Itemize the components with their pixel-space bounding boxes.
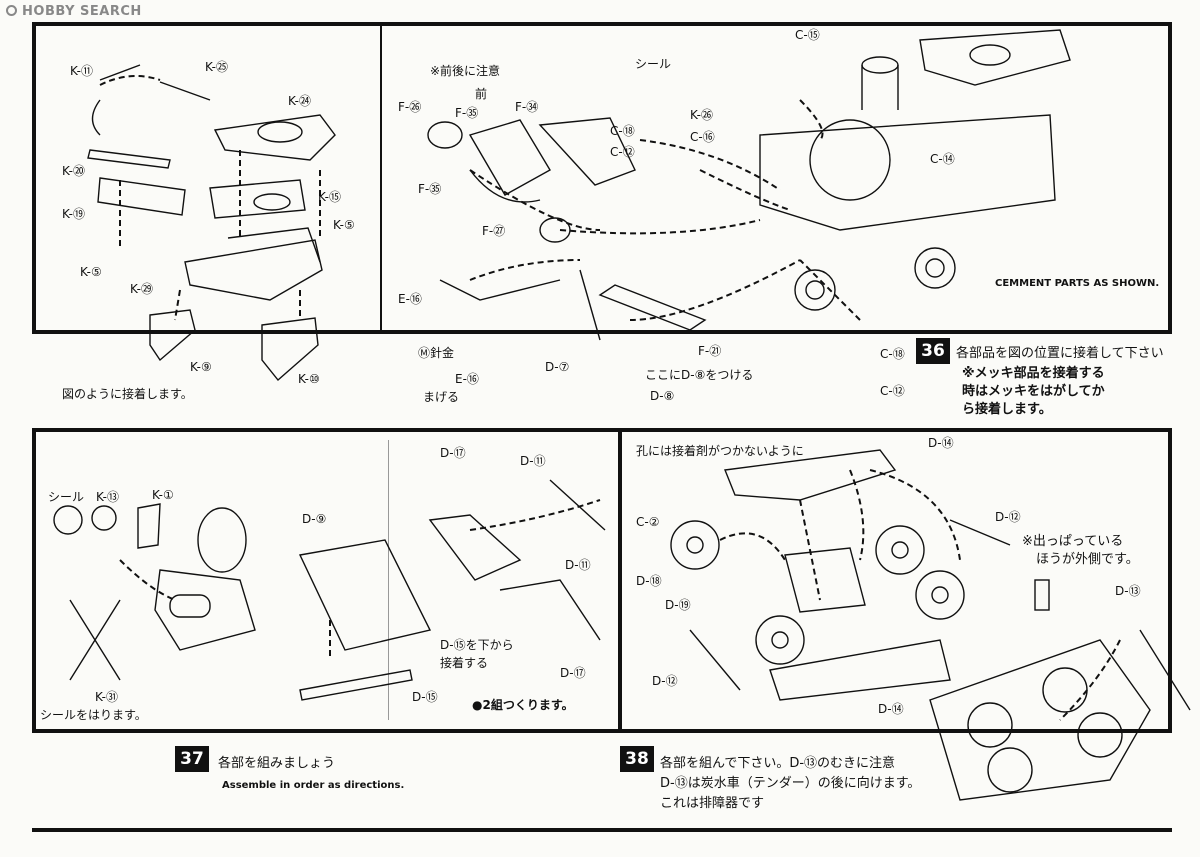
step38-number: 38 <box>620 746 654 772</box>
label-k30: K-⑳ <box>62 164 85 178</box>
label-k19: K-⑲ <box>62 207 85 221</box>
label-k11: K-⑪ <box>70 64 93 78</box>
label-d15: D-⑮ <box>412 690 438 704</box>
panel-step37 <box>32 428 622 733</box>
panel-step36-left <box>32 22 382 334</box>
label-d14-bottom: D-⑭ <box>878 702 904 716</box>
label-k13: K-⑬ <box>96 490 119 504</box>
panel-step38 <box>622 428 1172 733</box>
label-d9: D-⑨ <box>302 512 327 526</box>
step36-note-line3: ら接着します。 <box>962 402 1052 417</box>
label-d12-right: D-⑫ <box>995 510 1021 524</box>
label-c12-top: C-⑫ <box>610 145 635 159</box>
label-bend: まげる <box>423 390 460 404</box>
watermark-text: HOBBY SEARCH <box>22 4 142 19</box>
label-d13: D-⑬ <box>1115 584 1141 598</box>
label-f26: F-㉖ <box>398 100 422 114</box>
label-k1: K-① <box>152 488 174 502</box>
note-no-glue-holes: 孔には接着剤がつかないように <box>636 444 804 458</box>
label-d17-bottom: D-⑰ <box>560 666 586 680</box>
label-k25: K-㉕ <box>205 60 228 74</box>
step37-english: Assemble in order as directions. <box>222 780 405 791</box>
label-d19: D-⑲ <box>665 598 691 612</box>
bottom-rule <box>32 828 1172 832</box>
note-attach-d8: ここにD-⑧をつける <box>645 368 754 382</box>
label-d17-top: D-⑰ <box>440 446 466 460</box>
step37-title: 各部を組みましょう <box>218 756 336 771</box>
label-k10: K-⑩ <box>298 372 320 386</box>
label-d7: D-⑦ <box>545 360 570 374</box>
step38-line1: 各部を組んで下さい。D-⑬のむきに注意 <box>660 756 896 771</box>
label-k26: K-㉖ <box>690 108 713 122</box>
note-protruding-line1: ※出っぱっている <box>1022 534 1124 549</box>
label-seal-37: シール <box>48 490 85 504</box>
note-protruding-line2: ほうが外側です。 <box>1036 552 1139 567</box>
step38-line3: これは排障器です <box>660 796 765 811</box>
label-d11-top: D-⑪ <box>520 454 546 468</box>
label-d18: D-⑱ <box>636 574 662 588</box>
panel-divider-37 <box>388 440 389 720</box>
watermark-logo: HOBBY SEARCH <box>6 4 142 19</box>
label-k24: K-㉔ <box>288 94 311 108</box>
label-front: 前 <box>475 87 488 101</box>
label-f35-top: F-㉟ <box>455 106 479 120</box>
label-e16-bottom: E-⑯ <box>455 372 479 386</box>
label-k31: K-㉛ <box>95 690 118 704</box>
label-d11-mid: D-⑪ <box>565 558 591 572</box>
step36-number: 36 <box>916 338 950 364</box>
label-c15: C-⑮ <box>795 28 820 42</box>
label-e16-top: E-⑯ <box>398 292 422 306</box>
label-d8: D-⑧ <box>650 389 675 403</box>
panel-step36-right <box>382 22 1172 334</box>
label-k9: K-⑨ <box>190 360 212 374</box>
label-d12-left: D-⑫ <box>652 674 678 688</box>
step37-left-caption: シールをはります。 <box>40 708 147 722</box>
step38-line2: D-⑬は炭水車（テンダー）の後に向けます。 <box>660 776 921 791</box>
label-k5-right: K-⑤ <box>333 218 355 232</box>
label-seal: シール <box>635 57 672 71</box>
label-c16: C-⑯ <box>690 130 715 144</box>
step36-note-line2: 時はメッキをはがしてか <box>962 384 1105 399</box>
label-c18-top: C-⑱ <box>610 124 635 138</box>
label-f27: F-㉗ <box>482 224 506 238</box>
label-k29: K-㉙ <box>130 282 153 296</box>
note-front-back: ※前後に注意 <box>430 64 501 78</box>
label-c14: C-⑭ <box>930 152 955 166</box>
label-k15: K-⑮ <box>318 190 341 204</box>
step36-english-note: CEMMENT PARTS AS SHOWN. <box>995 278 1160 289</box>
label-f35-bottom: F-㉟ <box>418 182 442 196</box>
step36-title: 各部品を図の位置に接着して下さい <box>956 346 1164 361</box>
label-k5-left: K-⑤ <box>80 265 102 279</box>
note-glue: 接着する <box>440 656 489 670</box>
label-c2: C-② <box>636 515 660 529</box>
label-c18-bottom: C-⑱ <box>880 347 905 361</box>
note-d15-from-below: D-⑮を下から <box>440 638 514 652</box>
step37-number: 37 <box>175 746 209 772</box>
label-wire: Ⓜ針金 <box>418 346 455 360</box>
step37-mid-caption: ●2組つくります。 <box>472 698 574 712</box>
label-c12-bottom: C-⑫ <box>880 384 905 398</box>
label-f34: F-㉞ <box>515 100 539 114</box>
label-d14-top: D-⑭ <box>928 436 954 450</box>
step36-note-line1: ※メッキ部品を接着する <box>962 366 1105 381</box>
step36-left-caption: 図のように接着します。 <box>62 387 193 401</box>
label-f21: F-㉑ <box>698 344 722 358</box>
